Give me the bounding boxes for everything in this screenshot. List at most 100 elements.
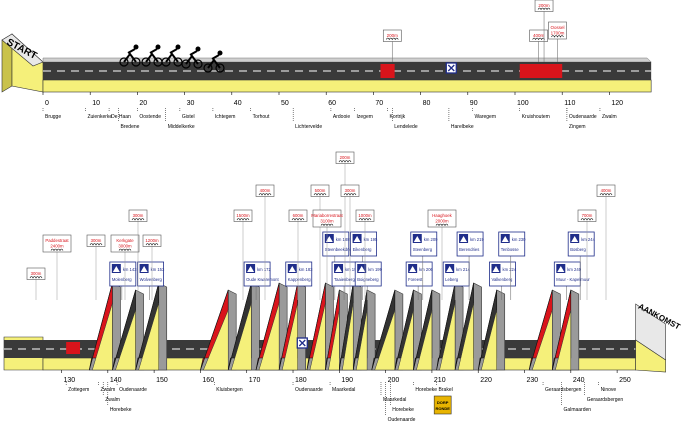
climb-km-label: km 153 [151,267,165,272]
distance-sign [577,209,597,222]
place-name: Lendelede [394,124,418,130]
distance-sign-label: Haaghoek [432,213,452,218]
cyclist-wheel [181,59,191,69]
place-name: Brugge [45,114,61,120]
place-name: Maarkedal [383,397,406,403]
climb-base [554,309,572,371]
finish-box-front [635,339,666,373]
climb-km-label: km 199 [368,267,382,272]
distance-sign-label: 3100m [320,219,334,224]
distance-sign-label: 2000m [435,219,449,224]
climb-base [230,302,252,371]
cobble-zone-top [531,64,563,78]
place-name: De Haan [111,114,131,120]
climb-name: Steenbeekdries [325,247,354,252]
place-name: Zingem [569,124,586,130]
tick-label: 150 [156,377,168,384]
mountain-icon [335,266,343,272]
distance-sign-label: 300m [31,271,42,276]
tick-label: 20 [139,100,147,107]
climb-name: Muur - Kapelmuur [556,277,590,282]
climb-km-label: km 190 [345,267,359,272]
distance-sign [427,209,457,228]
tick-label: 230 [527,377,539,384]
cyclist-icon [161,44,183,67]
cobblestone-icon [320,223,334,227]
climb-base [281,302,298,371]
climb-base [138,302,159,371]
distance-sign [310,184,330,197]
climb-name: Bosberg [570,247,586,252]
place-name: Oudenaarde [569,114,597,120]
cobblestone-icon [236,218,250,221]
tick-label: 130 [64,377,76,384]
distance-sign-label: 2400m [50,244,64,249]
mountain-icon [358,266,366,272]
climb-base [328,309,340,371]
place-name: Zwalm [602,114,617,120]
cyclist-icon [119,44,141,67]
mountain-icon [413,236,421,242]
climb-name: Steenberg [413,247,433,252]
cyclist-wheel [141,57,151,67]
place-name: Horebeke [392,407,414,413]
climb-name: Tenbosse [501,247,520,252]
place-name: Horebeke [110,407,132,413]
climb-km-label: km 244 [581,237,595,242]
mountain-icon [501,236,509,242]
distance-sign [382,29,402,42]
feed-zone-cross [447,64,455,72]
place-name: Oostende [139,114,161,120]
cyclist-wheel [131,57,141,67]
cyclist-body [185,50,199,65]
climb-base [203,309,229,371]
logo-text: DORP [437,400,449,405]
cobble-zone-top [380,64,395,78]
tick-label: 110 [564,100,575,107]
mountain-icon [112,266,120,272]
place-name: Kortrijk [390,114,406,120]
climb-base [309,302,326,371]
place-name: Middelkerke [168,124,195,130]
place-name: Zuienkerke [87,114,112,120]
climb-base [480,309,497,371]
climb-name: Kappenberg [288,277,311,282]
tick-label: 190 [341,377,353,384]
distance-sign-label: 300m [345,188,356,193]
cyclist-wheel [119,57,129,67]
distance-sign-label: 200m [538,3,550,8]
mountain-icon [288,266,296,272]
cobblestone-icon [532,37,545,41]
distance-sign [255,184,275,197]
cobblestone-icon [118,248,132,252]
tick-label: 50 [281,100,289,107]
climb-sign [354,261,382,287]
cobblestone-icon [131,218,145,221]
distance-sign-label: Kerkgate [116,238,134,243]
mountain-icon [492,266,500,272]
distance-sign [128,209,148,222]
place-name: Kluisbergen [216,387,243,393]
cobblestone-icon [145,243,159,246]
distance-sign-label: Paddestraat [45,238,69,243]
logo-badge [433,395,452,415]
tick-label: 240 [573,377,585,384]
distance-sign [355,209,375,222]
cobblestone-icon [580,218,594,221]
tick-label: 60 [328,100,336,107]
cobblestone-icon [313,193,327,196]
distance-sign-label: 200m [387,33,399,38]
tick-label: 220 [480,377,492,384]
climb-base [258,302,280,371]
cyclist-wheel [203,63,213,73]
distance-sign-label: 200m [340,155,351,160]
tick-label: 30 [187,100,195,107]
place-name: Oudenaarde [295,387,323,393]
place-name: Waregem [475,114,497,120]
distance-sign-label: 300m [133,213,144,218]
mountain-icon [247,266,255,272]
climb-base [439,302,456,371]
tick-label: 210 [434,377,446,384]
place-name: Horebeke [415,387,437,393]
